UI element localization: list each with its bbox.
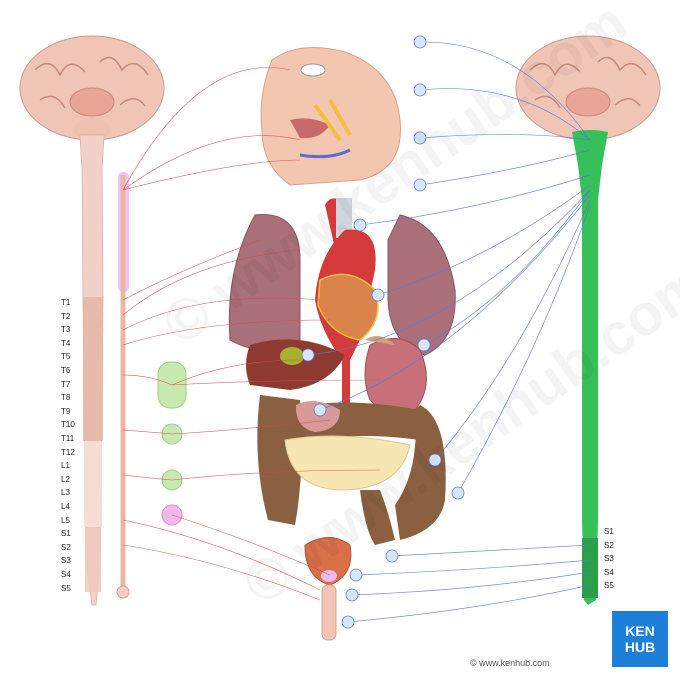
segment-label-left: L3 xyxy=(61,488,70,498)
prevertebral-ganglion-icon xyxy=(157,361,187,526)
segment-label-left: T2 xyxy=(61,311,71,321)
segment-label-left: L2 xyxy=(61,474,70,484)
segment-label-right: S3 xyxy=(604,554,614,564)
parasympathetic-fibers xyxy=(307,41,591,623)
segment-label-left: T5 xyxy=(61,352,71,362)
spinal-cord-left-icon xyxy=(79,134,105,606)
segment-label-left: L4 xyxy=(61,502,70,511)
segment-label-left: T8 xyxy=(61,393,71,403)
brain-left-icon xyxy=(19,35,165,142)
bladder-icon xyxy=(304,537,352,641)
segment-label-left: S5 xyxy=(61,583,71,593)
segment-label-left: T11 xyxy=(61,434,75,443)
segment-label-left: T4 xyxy=(61,338,71,348)
sympathetic-fibers xyxy=(122,67,381,601)
segment-label-left: T10 xyxy=(61,420,75,430)
segment-label-left: T9 xyxy=(61,406,71,416)
segment-label-left: T3 xyxy=(61,325,71,335)
segment-label-right: S1 xyxy=(604,527,614,536)
brain-right-icon xyxy=(515,35,661,141)
kenhub-logo[interactable]: KEN HUB xyxy=(612,611,668,667)
segment-label-left: S1 xyxy=(61,529,71,539)
segment-label-left: S2 xyxy=(61,542,71,552)
logo-line-1: KEN xyxy=(625,623,655,639)
lungs-icon xyxy=(228,214,456,356)
parasympathetic-ganglia xyxy=(301,35,465,629)
segment-label-left: S3 xyxy=(61,556,71,566)
segment-label-left: T12 xyxy=(61,447,75,457)
stomach-icon xyxy=(364,336,427,414)
sympathetic-chain-icon xyxy=(116,172,130,599)
segment-label-left: T6 xyxy=(61,366,71,375)
heart-icon xyxy=(315,198,379,430)
segment-label-right: S4 xyxy=(604,567,614,577)
segment-label-left: L5 xyxy=(61,515,70,525)
segment-label-right: S5 xyxy=(604,581,614,591)
segment-label-left: S4 xyxy=(61,570,71,579)
face-icon xyxy=(260,47,401,186)
spinal-cord-right-icon xyxy=(572,130,608,605)
credit-text: © www.kenhub.com xyxy=(470,658,550,668)
segment-label-left: L1 xyxy=(61,461,70,471)
segment-label-left: T1 xyxy=(61,298,71,307)
segment-label-right: S2 xyxy=(604,540,614,550)
segment-label-left: T7 xyxy=(61,379,71,389)
logo-line-2: HUB xyxy=(624,639,656,655)
liver-icon xyxy=(246,339,345,390)
